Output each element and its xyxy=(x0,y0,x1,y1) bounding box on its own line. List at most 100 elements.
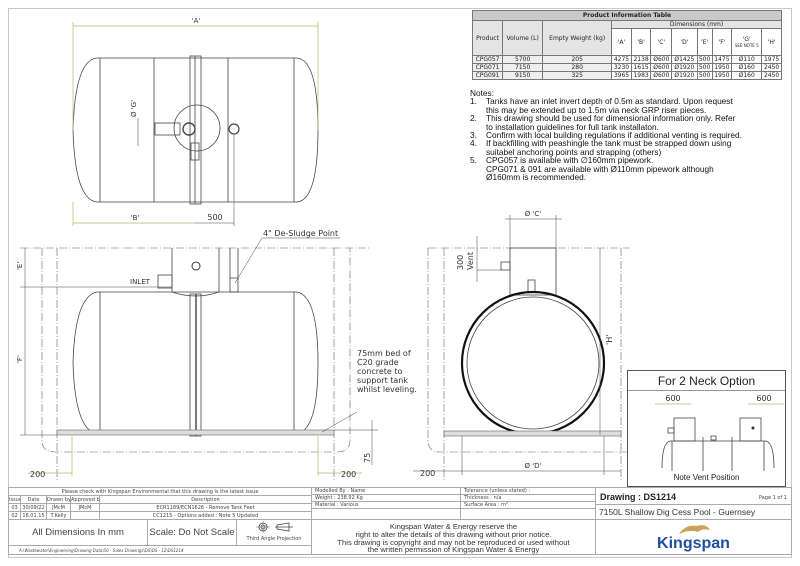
drawing-number-box: Drawing : DS1214 Page 1 of 1 xyxy=(595,487,792,505)
dim-e-label: 'E' xyxy=(16,262,24,270)
two-neck-footer: Note Vent Position xyxy=(673,473,740,482)
table-cell: 280 xyxy=(542,63,613,72)
top-view: 'A' 'B' 500 Ø 'G' xyxy=(72,17,319,226)
note-line: this may be extended up to 1.5m via neck… xyxy=(486,104,707,115)
col-g-label: 'G' xyxy=(742,36,751,43)
note-line: CPG057 is available with ∅160mm pipework… xyxy=(486,155,654,166)
note-number: 1. xyxy=(470,96,477,107)
desludge-label: 4" De-Sludge Point xyxy=(263,229,338,238)
notes: Notes: 1.Tanks have an inlet invert dept… xyxy=(470,88,790,183)
col-weight: Empty Weight (kg) xyxy=(542,20,613,56)
note-item: 3.Confirm with local building regulation… xyxy=(470,130,790,141)
kingspan-logo: Kingspan xyxy=(595,519,792,555)
note-line: Ø160mm is recommended. xyxy=(486,172,587,183)
col-dimensions: Dimensions (mm) xyxy=(611,20,782,29)
logo-text: Kingspan xyxy=(657,535,730,552)
table-cell: Ø110 xyxy=(731,55,763,64)
side-view: 4" De-Sludge Point INLET 'E' 'F' 200 200… xyxy=(16,229,417,480)
note-line: to installation guidelines for full tank… xyxy=(486,121,659,132)
table-cell: 7150 xyxy=(502,63,544,72)
col-h: 'H' xyxy=(761,28,782,56)
note-item: 2.This drawing should be used for dimens… xyxy=(470,114,790,131)
table-cell: Ø160 xyxy=(731,71,763,80)
table-cell: 325 xyxy=(542,71,613,80)
projection-box: Third Angle Projection xyxy=(236,519,312,546)
bed-note-line: whilst leveling. xyxy=(357,385,417,394)
bed-note-line: C20 grade xyxy=(357,358,399,367)
disclaimer-line: right to alter the details of this drawi… xyxy=(355,529,552,539)
vent-300-label: 300 xyxy=(456,255,465,270)
dim-500-label: 500 xyxy=(207,213,222,222)
col-f: 'F' xyxy=(711,28,733,56)
table-cell: 500 xyxy=(696,55,713,64)
col-a: 'A' xyxy=(611,28,632,56)
note-number: 3. xyxy=(470,130,477,141)
disclaimer-line: Kingspan Water & Energy reserve the xyxy=(389,522,518,531)
projection-label: Third Angle Projection xyxy=(246,536,302,542)
bed-note-line: concrete to xyxy=(357,367,403,376)
table-cell: 9150 xyxy=(502,71,544,80)
table-title: Product Information Table xyxy=(472,10,782,21)
page-number: Page 1 of 1 xyxy=(758,495,787,501)
drawing-title: 7150L Shallow Dig Cess Pool - Guernsey xyxy=(595,504,792,520)
col-volume: Volume (L) xyxy=(502,20,544,56)
note-line: This drawing should be used for dimensio… xyxy=(486,113,736,124)
table-cell: Ø600 xyxy=(650,63,673,72)
note-item: 1.Tanks have an inlet invert depth of 0.… xyxy=(470,97,790,114)
table-cell: 1975 xyxy=(761,55,782,64)
disclaimer-line: the written permission of Kingspan Water… xyxy=(367,545,540,555)
two-neck-dim-left: 600 xyxy=(665,394,680,403)
dim-g-label: Ø 'G' xyxy=(130,100,138,117)
table-cell: 4275 xyxy=(611,55,632,64)
table-cell: Ø600 xyxy=(650,71,673,80)
dim-h-label: 'H' xyxy=(605,335,614,345)
table-cell: Ø1920 xyxy=(671,71,698,80)
end-view: Ø 'C' 300 Vent 'H' Ø 'D' 200 xyxy=(413,210,630,480)
col-e: 'E' xyxy=(696,28,713,56)
dim-75-label: 75 xyxy=(363,453,372,463)
two-neck-dim-right: 600 xyxy=(756,394,771,403)
dim-d-label: Ø 'D' xyxy=(525,462,542,470)
two-neck-option-panel: For 2 Neck Option 600 600 Note Vent Posi… xyxy=(627,370,786,487)
third-angle-projection-icon xyxy=(256,521,293,533)
table-cell: Ø1920 xyxy=(671,63,698,72)
dim-200-right: 200 xyxy=(341,470,356,479)
disclaimer-line: This drawing is copyright and may not be… xyxy=(337,537,570,547)
table-cell: Ø160 xyxy=(731,63,763,72)
table-cell: 2138 xyxy=(630,55,652,64)
table-cell: 1615 xyxy=(630,63,652,72)
two-neck-title: For 2 Neck Option xyxy=(628,371,785,391)
table-cell: 205 xyxy=(542,55,613,64)
table-cell: 1950 xyxy=(711,71,733,80)
dim-f-label: 'F' xyxy=(16,355,24,363)
table-cell: CPG057 xyxy=(471,55,504,64)
table-cell: CPG091 xyxy=(471,71,504,80)
table-cell: 500 xyxy=(696,71,713,80)
table-cell: 500 xyxy=(696,63,713,72)
dim-c-label: Ø 'C' xyxy=(525,210,542,218)
lion-emblem-icon xyxy=(678,525,710,534)
col-g-note: SEE NOTE 5 xyxy=(734,43,759,48)
notes-title: Notes: xyxy=(470,88,494,98)
col-g: 'G'SEE NOTE 5 xyxy=(731,28,763,56)
bed-note-line: 75mm bed of xyxy=(357,349,411,358)
table-cell: 1983 xyxy=(630,71,652,80)
note-item: 5. CPG057 is available with ∅160mm pipewo… xyxy=(470,155,790,183)
col-product: Product xyxy=(471,20,504,56)
note-number: 5. xyxy=(470,155,477,166)
table-cell: 1950 xyxy=(711,63,733,72)
table-cell: 5700 xyxy=(502,55,544,64)
dim-200-left: 200 xyxy=(30,470,45,479)
vent-label: Vent xyxy=(466,252,475,270)
drawing-number: Drawing : DS1214 xyxy=(600,492,677,502)
table-cell: 2450 xyxy=(761,63,782,72)
col-c: 'C' xyxy=(650,28,673,56)
file-path: A:\Wastewater\Engineering\Drawing Data\5… xyxy=(8,545,312,555)
table-cell: 3230 xyxy=(611,63,632,72)
note-line: If backfilling with peashingle the tank … xyxy=(486,138,732,149)
